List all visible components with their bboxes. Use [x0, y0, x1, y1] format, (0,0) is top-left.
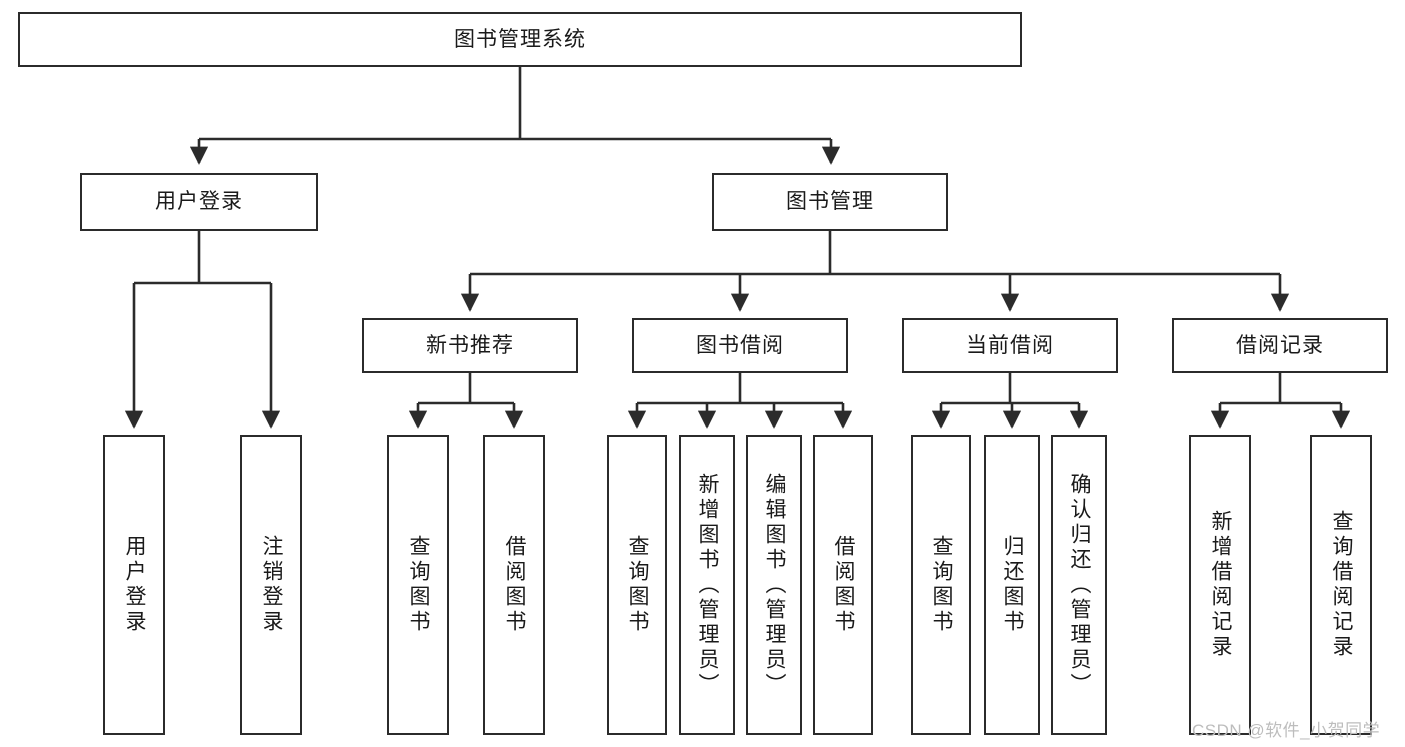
node-new-book-recommend[interactable]: 新书推荐 [362, 318, 578, 373]
leaf-edit-book-admin[interactable]: 编辑图书（管理员） [746, 435, 802, 735]
leaf-query-book-current[interactable]: 查询图书 [911, 435, 971, 735]
node-book-borrow[interactable]: 图书借阅 [632, 318, 848, 373]
leaf-return-book[interactable]: 归还图书 [984, 435, 1040, 735]
leaf-borrow-book[interactable]: 借阅图书 [813, 435, 873, 735]
leaf-label: 编辑图书（管理员） [763, 472, 787, 698]
leaf-query-book-recommend[interactable]: 查询图书 [387, 435, 449, 735]
node-current-borrow[interactable]: 当前借阅 [902, 318, 1118, 373]
leaf-label: 新增借阅记录 [1209, 510, 1233, 660]
leaf-query-borrow-record[interactable]: 查询借阅记录 [1310, 435, 1372, 735]
leaf-borrow-book-recommend[interactable]: 借阅图书 [483, 435, 545, 735]
leaf-label: 用户登录 [123, 535, 147, 635]
leaf-label: 注销登录 [260, 535, 284, 635]
leaf-user-login[interactable]: 用户登录 [103, 435, 165, 735]
watermark: CSDN @软件_小贺同学 [1192, 721, 1381, 740]
leaf-logout[interactable]: 注销登录 [240, 435, 302, 735]
leaf-label: 查询图书 [407, 535, 431, 635]
leaf-confirm-return-admin[interactable]: 确认归还（管理员） [1051, 435, 1107, 735]
leaf-label: 新增图书（管理员） [696, 472, 720, 698]
node-book-management[interactable]: 图书管理 [712, 173, 948, 231]
node-user-login[interactable]: 用户登录 [80, 173, 318, 231]
leaf-add-borrow-record[interactable]: 新增借阅记录 [1189, 435, 1251, 735]
node-root[interactable]: 图书管理系统 [18, 12, 1022, 67]
leaf-label: 查询图书 [626, 535, 650, 635]
leaf-label: 借阅图书 [503, 535, 527, 635]
leaf-label: 查询图书 [930, 535, 954, 635]
leaf-label: 查询借阅记录 [1330, 510, 1354, 660]
leaf-add-book-admin[interactable]: 新增图书（管理员） [679, 435, 735, 735]
node-borrow-record[interactable]: 借阅记录 [1172, 318, 1388, 373]
leaf-query-book-borrow[interactable]: 查询图书 [607, 435, 667, 735]
leaf-label: 确认归还（管理员） [1068, 472, 1092, 698]
leaf-label: 归还图书 [1001, 535, 1025, 635]
leaf-label: 借阅图书 [832, 535, 856, 635]
